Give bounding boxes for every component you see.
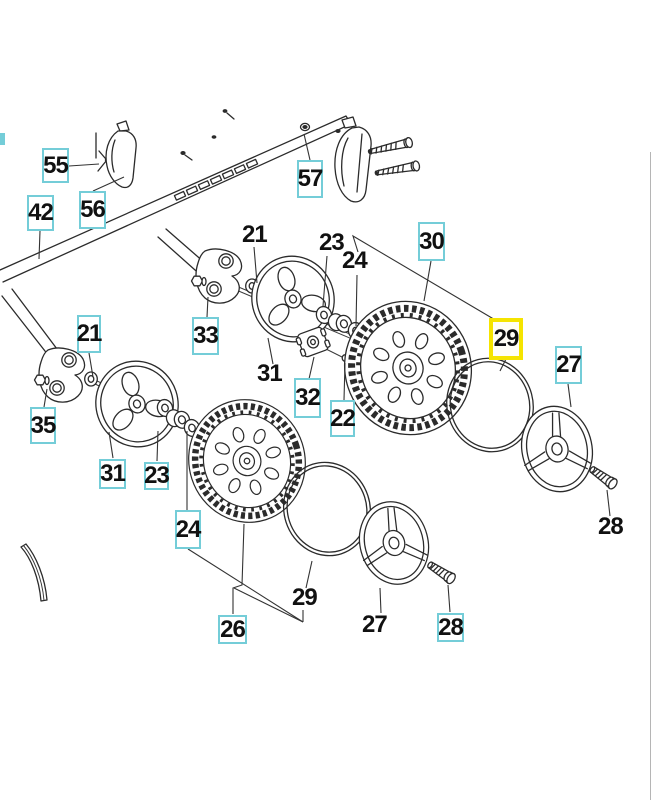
hubcap-27-bottom [349, 493, 439, 593]
callout-29-highlighted[interactable]: 29 [489, 318, 523, 360]
leader-lines [38, 133, 611, 623]
callout-24-bottom-left[interactable]: 24 [175, 510, 201, 549]
mount-screw-lower [373, 159, 421, 179]
callout-32[interactable]: 32 [294, 378, 321, 418]
bearing-block-32 [295, 326, 331, 358]
callout-28-right: 28 [598, 513, 624, 540]
callout-24-top: 24 [342, 247, 368, 274]
mount-screw-upper [366, 136, 414, 158]
callout-55[interactable]: 55 [42, 148, 69, 183]
callout-56[interactable]: 56 [79, 191, 106, 229]
deck-edge-arc [20, 543, 48, 602]
bracket-57-part [299, 116, 372, 203]
callout-57[interactable]: 57 [297, 160, 323, 198]
callout-21-left[interactable]: 21 [77, 315, 102, 353]
bolt-28-bottom [424, 558, 458, 586]
wheel-hub-31-middle [240, 244, 346, 354]
callout-30[interactable]: 30 [418, 222, 445, 261]
callout-26[interactable]: 26 [218, 615, 247, 644]
wheel-hub-31-left [84, 349, 190, 459]
support-arm-left [1, 288, 61, 361]
callout-31-left[interactable]: 31 [99, 459, 126, 489]
callout-28-bottom[interactable]: 28 [437, 613, 464, 642]
callout-23-top: 23 [319, 229, 345, 256]
callout-27-bottom: 27 [362, 611, 388, 638]
callout-23-left[interactable]: 23 [144, 462, 170, 490]
callout-35[interactable]: 35 [30, 407, 56, 444]
bushing-21-left [84, 371, 98, 387]
hubcap-27-right [512, 399, 601, 500]
bolt-28-right [587, 463, 620, 492]
partial-callout-left-edge [0, 133, 5, 145]
bracket-35-part [33, 347, 86, 403]
callout-31-middle: 31 [257, 360, 283, 387]
callout-33[interactable]: 33 [192, 317, 219, 355]
callout-27-right[interactable]: 27 [555, 346, 582, 384]
callout-29-bottom: 29 [292, 584, 318, 611]
callout-22[interactable]: 22 [330, 400, 356, 437]
callout-42[interactable]: 42 [27, 195, 54, 231]
bracket-56-part [105, 120, 137, 189]
callout-21-top: 21 [242, 221, 268, 248]
rail-screws [180, 109, 235, 161]
